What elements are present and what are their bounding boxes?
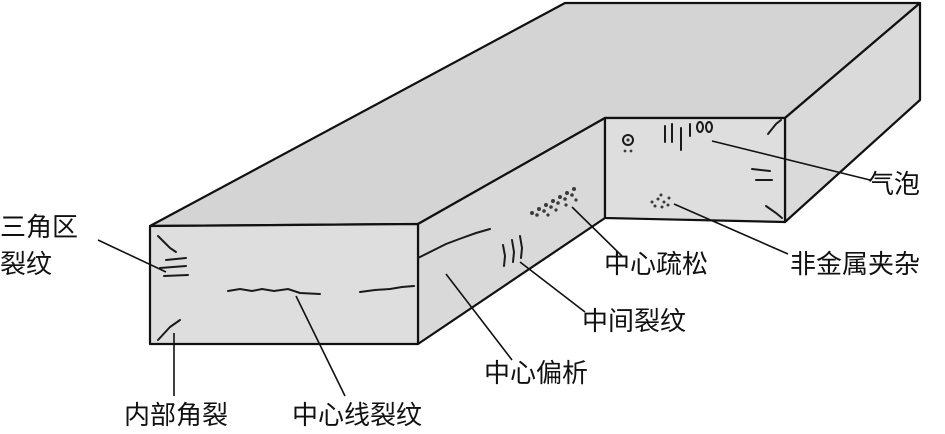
centerline-crack-right — [359, 285, 415, 293]
intermediate-crack-mark-1 — [502, 244, 507, 267]
label-triangle-crack-line2: 裂纹 — [0, 250, 52, 280]
label-internal-corner-crack: 内部角裂 — [124, 401, 228, 431]
center-segregation-mark — [417, 228, 491, 259]
labels: 三角区 裂纹 内部角裂 中心线裂纹 中心偏析 中间裂纹 中心疏松 非金属夹杂 气… — [0, 170, 920, 431]
internal-corner-crack-mark — [157, 319, 181, 341]
leader-lines — [97, 140, 871, 397]
front-defects — [157, 235, 415, 341]
leader-segregation — [445, 273, 513, 361]
leader-inclusion — [673, 203, 789, 255]
leader-centerline — [295, 295, 346, 397]
label-intermediate-crack: 中间裂纹 — [582, 307, 686, 337]
leader-bubble — [711, 140, 871, 181]
gas-bubble-left-ring — [622, 134, 634, 146]
leader-triangle-crack — [97, 239, 167, 273]
triangle-crack-mark-2 — [159, 265, 187, 269]
leader-porosity — [571, 206, 623, 257]
edge-crack-mark-1 — [751, 168, 771, 172]
label-center-segregation: 中心偏析 — [484, 359, 588, 389]
corner-mark-bottom-right — [765, 205, 783, 219]
front-face — [148, 222, 420, 346]
side-defects — [417, 187, 578, 267]
leader-intermediate — [519, 261, 586, 313]
slab-block — [148, 1, 922, 346]
intermediate-crack-mark-2 — [511, 239, 516, 263]
label-nonmetallic-inclusion: 非金属夹杂 — [790, 250, 920, 280]
intermediate-crack-mark-3 — [519, 235, 524, 259]
inclusion-dots — [650, 193, 671, 209]
triangle-crack-mark-1 — [165, 257, 187, 261]
label-centerline-crack: 中心线裂纹 — [292, 401, 422, 431]
centerline-crack-left — [227, 287, 321, 295]
gas-bubble-mark-5 — [696, 121, 704, 133]
corner-mark-top-right — [767, 119, 782, 135]
label-gas-bubble: 气泡 — [868, 170, 920, 200]
corner-crack-top-mark — [157, 235, 177, 253]
end-defects — [622, 119, 783, 219]
center-porosity-dots — [530, 187, 578, 217]
label-center-porosity: 中心疏松 — [604, 250, 708, 280]
triangle-crack-mark-3 — [163, 274, 189, 277]
label-triangle-crack-line1: 三角区 — [0, 213, 78, 243]
gas-bubble-mark-6 — [705, 121, 713, 133]
end-face — [603, 116, 787, 224]
